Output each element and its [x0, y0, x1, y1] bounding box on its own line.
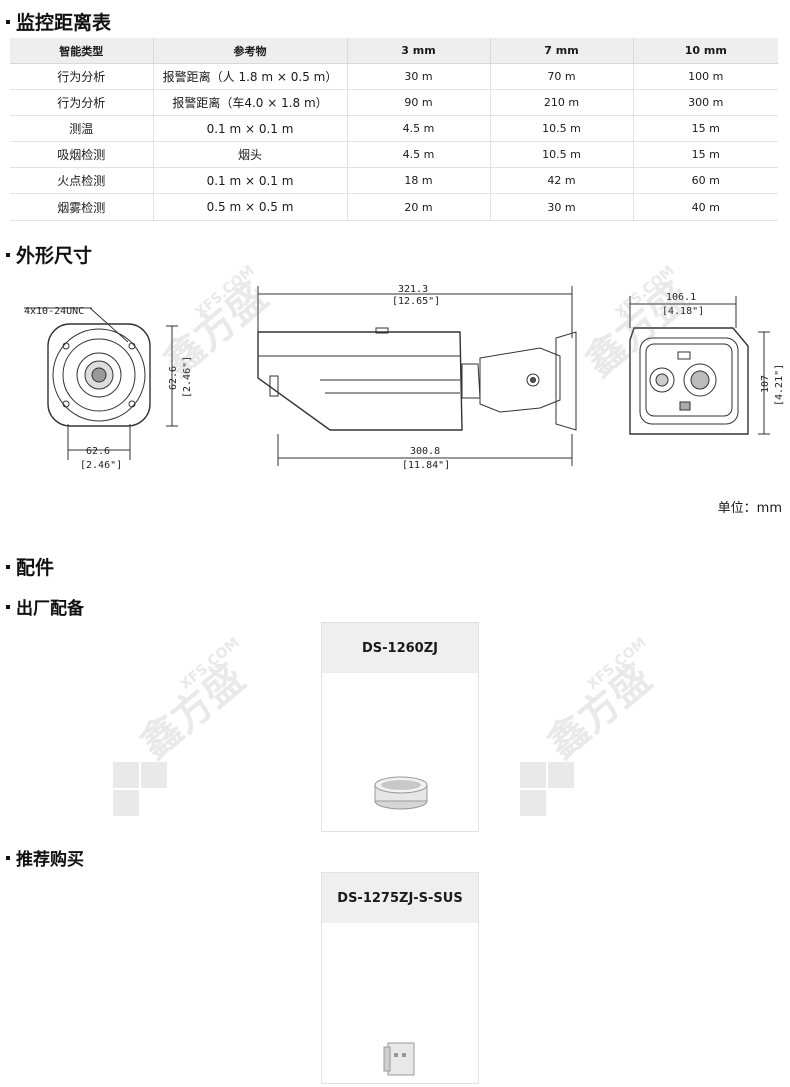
thread-label: 4x10-24UNC: [24, 306, 84, 317]
section-title-distance: 监控距离表: [6, 8, 111, 35]
unit-label: 单位：mm: [717, 501, 782, 516]
front-height-label: 62.6: [168, 366, 179, 390]
factory-accessory-card: DS-1260ZJ: [321, 622, 479, 832]
bullet-icon: [6, 564, 10, 569]
bullet-icon: [6, 604, 10, 609]
body-length-label: 300.8: [410, 446, 440, 457]
mounting-bracket-image: [383, 1042, 415, 1076]
watermark-logo: 鑫方盛 XFS.COM: [520, 635, 660, 816]
section-title-accessories: 配件: [6, 553, 54, 580]
front-height-inch-label: [2.46"]: [182, 356, 193, 398]
recommended-accessory-card: DS-1275ZJ-S-SUS: [321, 872, 479, 1084]
col-header-type: 智能类型: [10, 38, 154, 64]
bullet-icon: [6, 19, 10, 24]
col-header-reference: 参考物: [153, 38, 348, 64]
bullet-icon: [6, 252, 10, 257]
section-title-factory: 出厂配备: [6, 594, 84, 619]
front-view: [24, 307, 178, 460]
col-header-10mm: 10 mm: [633, 38, 778, 64]
back-view: [629, 296, 770, 435]
back-height-inch-label: [4.21"]: [774, 364, 785, 406]
table-header-row: 智能类型 参考物 3 mm 7 mm 10 mm: [10, 38, 778, 64]
col-header-3mm: 3 mm: [347, 38, 491, 64]
section-title-recommended: 推荐购买: [6, 845, 84, 870]
watermark-logo: 鑫方盛 XFS.COM 鑫方盛 XFS.COM: [155, 263, 698, 386]
side-view: [257, 286, 577, 466]
back-width-inch-label: [4.18"]: [662, 306, 704, 317]
distance-table: 智能类型 参考物 3 mm 7 mm 10 mm 行为分析报警距离（人 1.8 …: [10, 38, 778, 221]
total-length-label: 321.3: [398, 284, 428, 295]
dimension-drawing: 4x10-24UNC 62.6 [2.46"] 62.6 [2.46"] 321…: [24, 263, 785, 471]
factory-accessory-model: DS-1260ZJ: [322, 623, 478, 673]
back-width-label: 106.1: [666, 292, 696, 303]
front-width-label: 62.6: [86, 446, 110, 457]
col-header-7mm: 7 mm: [490, 38, 634, 64]
watermark-logo: 鑫方盛 XFS.COM: [113, 635, 253, 816]
section-title-dimensions: 外形尺寸: [6, 241, 92, 268]
total-length-inch-label: [12.65"]: [392, 296, 440, 307]
front-width-inch-label: [2.46"]: [80, 460, 122, 471]
recommended-accessory-model: DS-1275ZJ-S-SUS: [322, 873, 478, 923]
junction-box-image: [374, 776, 428, 810]
bullet-icon: [6, 855, 10, 860]
back-height-label: 107: [760, 375, 771, 393]
body-length-inch-label: [11.84"]: [402, 460, 450, 471]
